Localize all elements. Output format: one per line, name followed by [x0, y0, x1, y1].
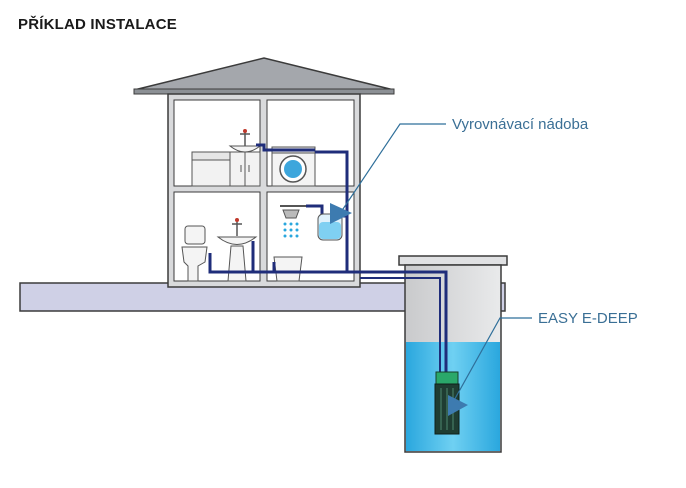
roof-icon [133, 57, 395, 91]
pipes [208, 143, 448, 375]
toilet-icon [181, 225, 208, 282]
bucket-icon [273, 256, 303, 282]
callout-tank: Vyrovnávací nádoba [330, 116, 589, 224]
callout-pump: EASY E-DEEP [448, 310, 638, 416]
arrow-marker-icon [448, 395, 468, 416]
label-pump: EASY E-DEEP [538, 310, 638, 327]
label-tank: Vyrovnávací nádoba [452, 116, 589, 133]
shower-head-icon [280, 205, 306, 238]
page-title: PŘÍKLAD INSTALACE [18, 16, 177, 33]
arrow-marker-icon [330, 203, 352, 224]
washbasin-icon [228, 129, 262, 153]
cabinet-icon [191, 151, 261, 187]
washing-machine-icon [271, 146, 316, 187]
